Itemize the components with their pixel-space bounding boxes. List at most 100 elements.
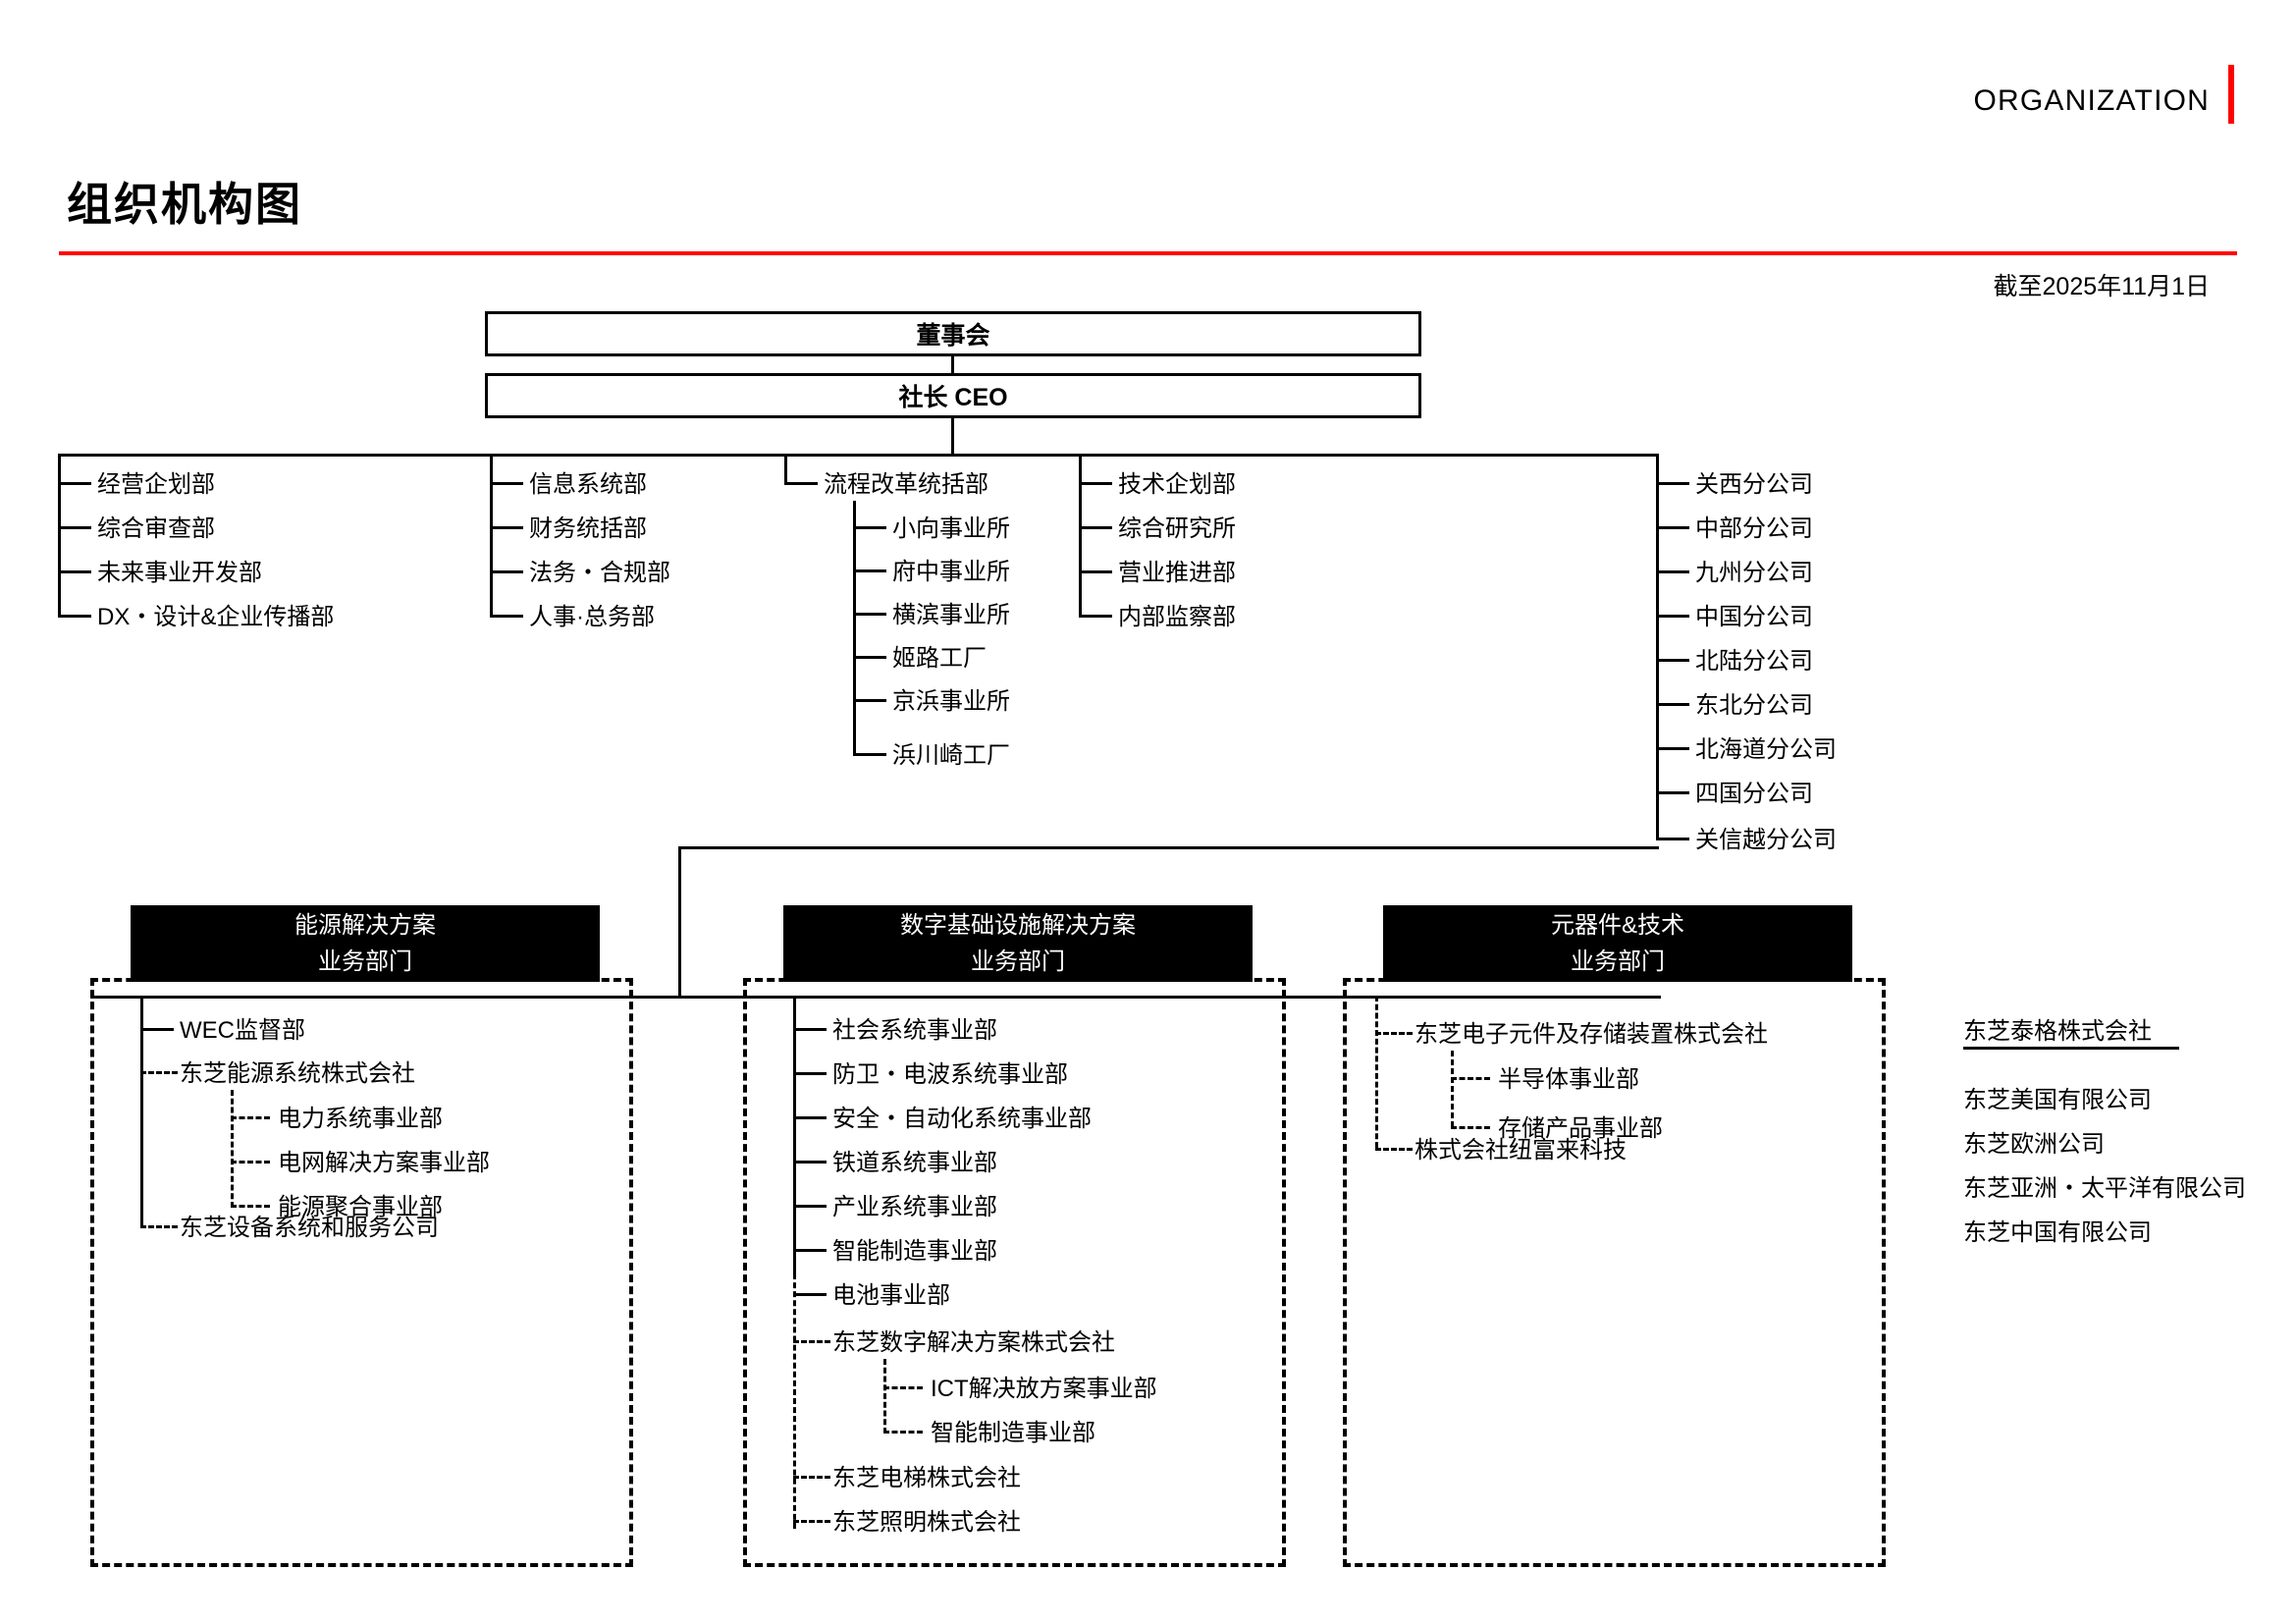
digital-tick-7 <box>793 1340 830 1343</box>
col5-tick-7 <box>1656 791 1689 794</box>
digital-tick-3 <box>793 1161 827 1164</box>
energy-node-plant-systems-services[interactable]: 东芝设备系统和服务公司 <box>180 1215 439 1241</box>
corp-item-caiwu-tongkuo[interactable]: 财务统括部 <box>529 515 647 542</box>
digital-tick-11 <box>793 1520 830 1523</box>
digital-sub-spine <box>883 1359 886 1434</box>
digital-node-social-systems[interactable]: 社会系统事业部 <box>832 1017 997 1044</box>
digital-spine <box>793 996 796 1275</box>
col5-tick-4 <box>1656 659 1689 662</box>
devices-node-storage-products[interactable]: 存储产品事业部 <box>1498 1115 1663 1142</box>
corp-item-xinxi-xitong[interactable]: 信息系统部 <box>529 471 647 498</box>
col4-spine <box>1079 454 1082 615</box>
devices-tick-0 <box>1375 1032 1413 1035</box>
branch-tohoku[interactable]: 东北分公司 <box>1695 692 1813 719</box>
digital-node-toshiba-digital-solutions[interactable]: 东芝数字解决方案株式会社 <box>832 1329 1115 1356</box>
energy-node-toshiba-energy-systems[interactable]: 东芝能源系统株式会社 <box>180 1060 415 1087</box>
col5-tick-5 <box>1656 703 1689 706</box>
col2-tick-2 <box>490 570 523 573</box>
division-box-energy <box>90 978 633 1567</box>
affiliate-toshiba-tec[interactable]: 东芝泰格株式会社 <box>1963 1018 2152 1045</box>
title-divider <box>59 251 2237 255</box>
division-header-digital[interactable]: 数字基础设施解决方案 业务部门 <box>783 905 1253 982</box>
connector-board-ceo <box>951 356 954 373</box>
corp-item-renshi-zongwu[interactable]: 人事·总务部 <box>529 604 655 630</box>
digital-node-industrial-systems[interactable]: 产业系统事业部 <box>832 1194 997 1220</box>
corp-item-liucheng-gaige[interactable]: 流程改革统括部 <box>824 471 988 498</box>
digital-tick-4 <box>793 1205 827 1208</box>
ceo-box[interactable]: 社长 CEO <box>485 373 1421 418</box>
divisions-bus-line <box>90 996 1661 999</box>
division-header-energy-line2: 业务部门 <box>318 948 412 975</box>
corp-site-fuzhong[interactable]: 府中事业所 <box>892 559 1010 585</box>
corp-item-weilai-shiye[interactable]: 未来事业开发部 <box>97 560 262 586</box>
corp-site-jingbin[interactable]: 京浜事业所 <box>892 688 1010 715</box>
affiliate-toshiba-america[interactable]: 东芝美国有限公司 <box>1963 1087 2152 1113</box>
corp-item-jingying-qihua[interactable]: 经营企划部 <box>97 471 215 498</box>
digital-node-defense-radio[interactable]: 防卫・电波系统事业部 <box>832 1061 1068 1088</box>
col3-spine <box>784 454 787 482</box>
division-header-devices-line1: 元器件&技术 <box>1550 911 1684 939</box>
devices-tick-3 <box>1375 1148 1413 1151</box>
energy-node-wec[interactable]: WEC监督部 <box>180 1017 305 1044</box>
digital-node-battery[interactable]: 电池事业部 <box>832 1282 950 1309</box>
devices-node-nuflare[interactable]: 株式会社纽富来科技 <box>1415 1137 1627 1164</box>
corp-item-dx-design[interactable]: DX・设计&企业传播部 <box>97 604 335 630</box>
energy-node-energy-aggregation[interactable]: 能源聚合事业部 <box>278 1194 443 1220</box>
col1-tick-1 <box>58 526 91 529</box>
digital-node-ict-solutions[interactable]: ICT解决放方案事业部 <box>931 1376 1157 1402</box>
division-header-digital-line2: 业务部门 <box>971 948 1065 975</box>
branch-shikoku[interactable]: 四国分公司 <box>1695 781 1813 807</box>
digital-node-smart-manufacturing[interactable]: 智能制造事业部 <box>832 1238 997 1265</box>
corp-item-yingye-tuijin[interactable]: 营业推进部 <box>1118 560 1236 586</box>
col5-tick-6 <box>1656 747 1689 750</box>
branch-kansai[interactable]: 关西分公司 <box>1695 471 1813 498</box>
corp-site-hengbin[interactable]: 横滨事业所 <box>892 602 1010 628</box>
branch-kyushu[interactable]: 九州分公司 <box>1695 560 1813 586</box>
digital-node-railway-systems[interactable]: 铁道系统事业部 <box>832 1150 997 1176</box>
board-of-directors-label: 董事会 <box>916 322 990 350</box>
digital-tick-6 <box>793 1293 827 1296</box>
ceo-label: 社长 CEO <box>898 384 1008 411</box>
digital-tick-10 <box>793 1476 830 1479</box>
digital-tick-0 <box>793 1028 827 1031</box>
affiliate-toshiba-asia-pacific[interactable]: 东芝亚洲・太平洋有限公司 <box>1963 1175 2246 1202</box>
col3-tick-0 <box>784 482 818 485</box>
digital-node-security-automation[interactable]: 安全・自动化系统事业部 <box>832 1106 1092 1132</box>
col5-tick-8 <box>1656 838 1689 840</box>
devices-node-semiconductor[interactable]: 半导体事业部 <box>1498 1066 1639 1093</box>
corp-item-neibu-jiancha[interactable]: 内部监察部 <box>1118 604 1236 630</box>
digital-tick-2 <box>793 1116 827 1119</box>
division-header-devices[interactable]: 元器件&技术 业务部门 <box>1383 905 1852 982</box>
energy-node-power-systems[interactable]: 电力系统事业部 <box>278 1106 443 1132</box>
col4-tick-1 <box>1079 526 1112 529</box>
affiliate-toshiba-europe[interactable]: 东芝欧洲公司 <box>1963 1131 2105 1158</box>
branch-hokuriku[interactable]: 北陆分公司 <box>1695 648 1813 675</box>
digital-node-toshiba-lighting[interactable]: 东芝照明株式会社 <box>832 1509 1021 1536</box>
corp-item-fawu-hegui[interactable]: 法务・合规部 <box>529 560 670 586</box>
branch-chugoku[interactable]: 中国分公司 <box>1695 604 1813 630</box>
corp-item-zonghe-yanjiusuo[interactable]: 综合研究所 <box>1118 515 1236 542</box>
corp-site-bangchuanqi-factory[interactable]: 浜川崎工厂 <box>892 742 1010 769</box>
energy-node-grid-solutions[interactable]: 电网解决方案事业部 <box>278 1150 490 1176</box>
devices-node-ted[interactable]: 东芝电子元件及存储装置株式会社 <box>1415 1021 1768 1048</box>
col3-sub-tick-2 <box>853 613 886 616</box>
devices-sub-tick-0 <box>1451 1077 1490 1080</box>
col3-sub-tick-4 <box>853 699 886 702</box>
col5-spine <box>1656 454 1659 840</box>
corp-site-jilu-factory[interactable]: 姬路工厂 <box>892 645 987 672</box>
col1-spine <box>58 454 61 615</box>
branch-kanshinetsu[interactable]: 关信越分公司 <box>1695 827 1837 853</box>
division-header-energy[interactable]: 能源解决方案 业务部门 <box>131 905 600 982</box>
digital-sub-tick-1 <box>883 1431 923 1434</box>
corp-site-xiaoxiang[interactable]: 小向事业所 <box>892 515 1010 542</box>
board-of-directors-box[interactable]: 董事会 <box>485 311 1421 356</box>
corp-item-jishu-qihua[interactable]: 技术企划部 <box>1118 471 1236 498</box>
col3-sub-spine <box>853 501 856 756</box>
branch-chubu[interactable]: 中部分公司 <box>1695 515 1813 542</box>
corp-item-zonghe-shencha[interactable]: 综合审查部 <box>97 515 215 542</box>
digital-node-toshiba-elevator[interactable]: 东芝电梯株式会社 <box>832 1465 1021 1491</box>
digital-node-smart-manufacturing-tds[interactable]: 智能制造事业部 <box>931 1420 1095 1446</box>
col3-sub-tick-1 <box>853 569 886 572</box>
branch-hokkaido[interactable]: 北海道分公司 <box>1695 736 1837 763</box>
affiliate-toshiba-china[interactable]: 东芝中国有限公司 <box>1963 1219 2152 1246</box>
